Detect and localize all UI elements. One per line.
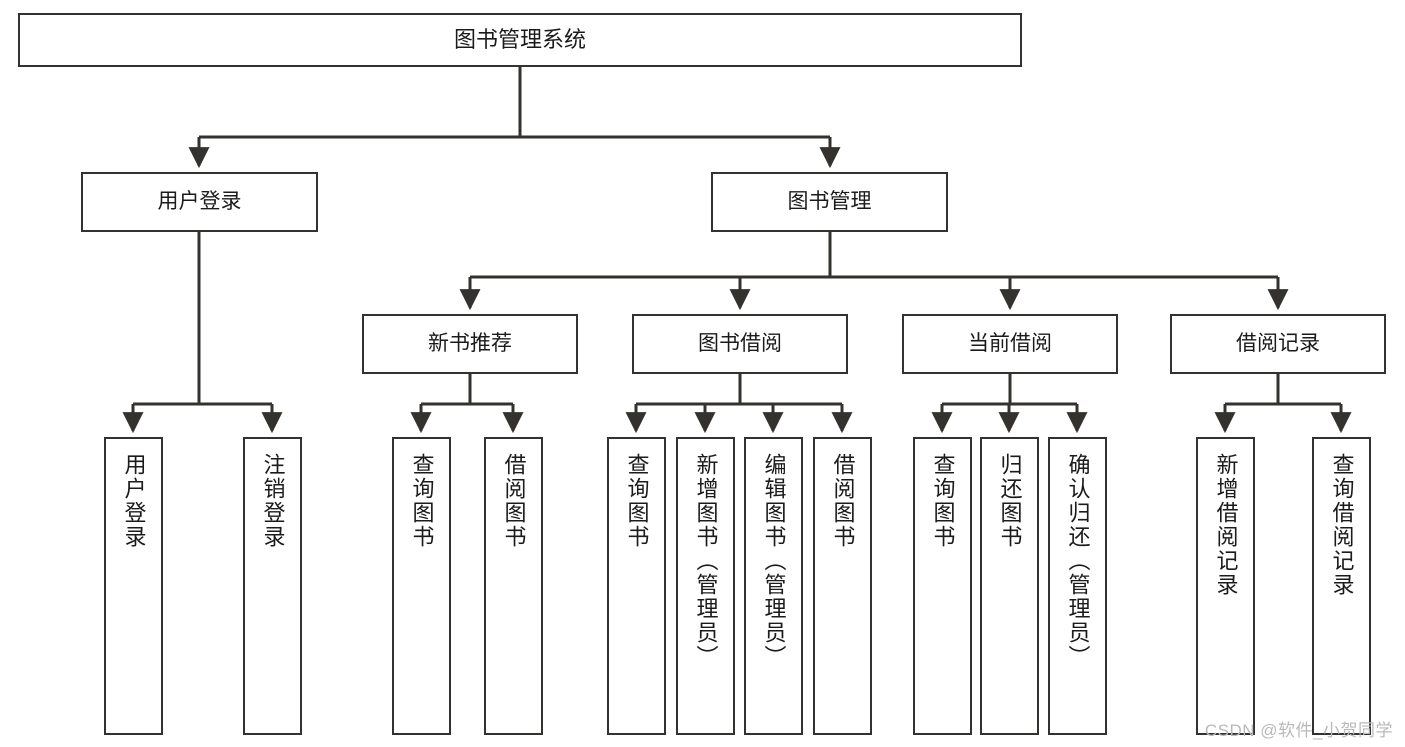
node-label: 借阅图书 [830,453,856,549]
node-root-system[interactable]: 图书管理系统 [18,13,1022,67]
node-label: 新书推荐 [428,331,512,355]
node-label: 借阅记录 [1236,331,1320,355]
node-borrow-record[interactable]: 借阅记录 [1170,314,1386,374]
node-label: 注销登录 [260,453,286,549]
node-label: 当前借阅 [968,331,1052,355]
leaf-borrow-book-recommend[interactable]: 借阅图书 [484,437,543,735]
leaf-return-book[interactable]: 归还图书 [980,437,1039,735]
node-label: 图书管理系统 [453,27,586,53]
node-label: 用户登录 [157,189,242,213]
node-label: 图书管理 [787,189,872,213]
leaf-query-book-borrow[interactable]: 查询图书 [607,437,666,735]
leaf-add-book[interactable]: 新增图书（管理员） [676,437,735,735]
node-label: 新增图书（管理员） [693,453,719,669]
node-user-login[interactable]: 用户登录 [81,172,318,232]
node-current-borrow[interactable]: 当前借阅 [902,314,1118,374]
node-label: 确认归还（管理员） [1065,453,1091,669]
node-book-borrow[interactable]: 图书借阅 [632,314,848,374]
leaf-borrow-book[interactable]: 借阅图书 [813,437,872,735]
leaf-confirm-return[interactable]: 确认归还（管理员） [1048,437,1107,735]
node-label: 归还图书 [997,453,1023,549]
node-label: 查询图书 [409,453,435,549]
leaf-query-borrow-record[interactable]: 查询借阅记录 [1312,437,1371,735]
node-label: 编辑图书（管理员） [761,453,787,669]
leaf-add-borrow-record[interactable]: 新增借阅记录 [1196,437,1255,735]
leaf-query-book-current[interactable]: 查询图书 [913,437,972,735]
leaf-user-login[interactable]: 用户登录 [104,437,163,735]
node-label: 查询图书 [930,453,956,549]
node-label: 用户登录 [121,453,147,549]
node-label: 查询借阅记录 [1329,453,1355,597]
node-new-book-recommend[interactable]: 新书推荐 [362,314,578,374]
node-label: 新增借阅记录 [1213,453,1239,597]
node-label: 查询图书 [624,453,650,549]
leaf-edit-book[interactable]: 编辑图书（管理员） [744,437,803,735]
leaf-query-book-recommend[interactable]: 查询图书 [392,437,451,735]
leaf-user-logout[interactable]: 注销登录 [243,437,302,735]
node-book-management[interactable]: 图书管理 [711,172,948,232]
node-label: 图书借阅 [698,331,782,355]
node-label: 借阅图书 [501,453,527,549]
